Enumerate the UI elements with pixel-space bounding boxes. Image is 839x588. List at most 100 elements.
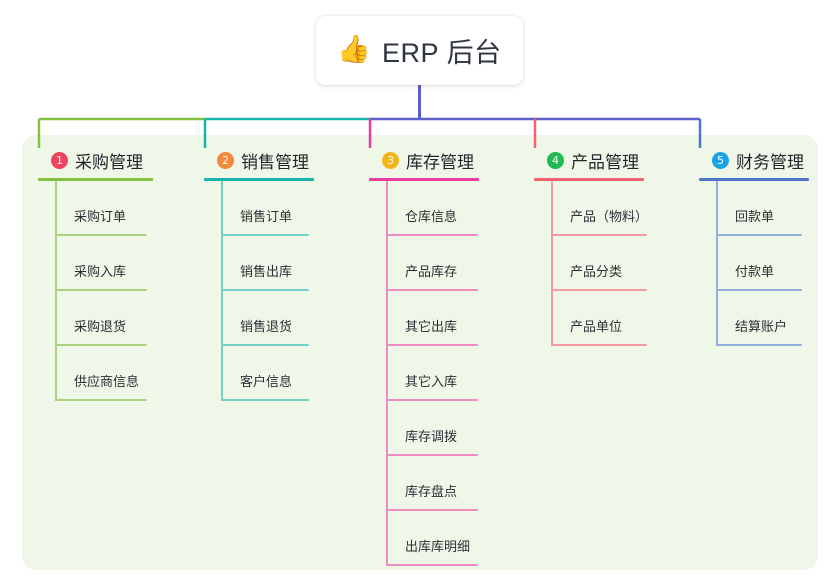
leaf-item-rule [551,344,647,346]
root-node-erp-backend[interactable]: 👍 ERP 后台 [316,16,523,85]
leaf-item-label: 其它入库 [405,374,458,389]
column-header-2[interactable]: 2 销售管理 [204,148,314,172]
column-title-4: 产品管理 [571,152,639,172]
leaf-item-label: 销售出库 [240,264,293,279]
column-1: 1 采购管理采购订单采购入库采购退货供应商信息 [38,148,153,401]
leaf-item-label: 出库库明细 [405,539,471,554]
leaf-item-rule [386,234,478,236]
leaf-item[interactable]: 出库库明细 [369,511,479,566]
leaf-item[interactable]: 销售退货 [204,291,314,346]
leaf-item-label: 仓库信息 [405,209,458,224]
trunk-line-4 [551,181,553,346]
leaf-item[interactable]: 采购入库 [38,236,153,291]
column-rule-5 [699,178,809,181]
leaf-item-label: 采购退货 [74,319,127,334]
leaf-item-label: 产品单位 [570,319,623,334]
leaf-list-2: 销售订单销售出库销售退货客户信息 [204,181,314,401]
leaf-item-label: 付款单 [735,264,775,279]
column-4: 4 产品管理产品（物料） 产品分类产品单位 [534,148,648,346]
root-node-title: ERP 后台 [382,38,502,68]
trunk-line-5 [716,181,718,346]
column-header-3[interactable]: 3 库存管理 [369,148,479,172]
column-2: 2 销售管理销售订单销售出库销售退货客户信息 [204,148,314,401]
leaf-item-label: 采购订单 [74,209,127,224]
leaf-item-rule [221,289,309,291]
column-badge-1: 1 [51,151,68,169]
leaf-item-rule [221,234,309,236]
column-rule-1 [38,178,153,181]
leaf-item-label: 产品分类 [570,264,623,279]
leaf-item-label: 库存盘点 [405,484,458,499]
leaf-item-rule [551,289,647,291]
leaf-item[interactable]: 销售出库 [204,236,314,291]
column-3: 3 库存管理仓库信息产品库存其它出库其它入库库存调拨库存盘点出库库明细 [369,148,479,566]
leaf-item-rule [386,509,478,511]
trunk-line-3 [386,181,388,566]
diagram-background-panel [22,135,818,570]
leaf-item[interactable]: 其它出库 [369,291,479,346]
column-title-2: 销售管理 [241,152,309,172]
leaf-item-rule [716,234,802,236]
leaf-item[interactable]: 采购退货 [38,291,153,346]
column-rule-3 [369,178,479,181]
leaf-item-label: 其它出库 [405,319,458,334]
leaf-item[interactable]: 销售订单 [204,181,314,236]
column-header-4[interactable]: 4 产品管理 [534,148,644,172]
leaf-item-rule [386,289,478,291]
column-title-3: 库存管理 [406,152,474,172]
leaf-item-label: 采购入库 [74,264,127,279]
leaf-item-rule [221,344,309,346]
leaf-list-1: 采购订单采购入库采购退货供应商信息 [38,181,153,401]
leaf-item-label: 销售退货 [240,319,293,334]
leaf-item[interactable]: 结算账户 [699,291,809,346]
leaf-list-3: 仓库信息产品库存其它出库其它入库库存调拨库存盘点出库库明细 [369,181,479,566]
leaf-item[interactable]: 产品（物料） [534,181,648,236]
leaf-item-rule [55,399,147,401]
leaf-item[interactable]: 其它入库 [369,346,479,401]
leaf-item-label: 供应商信息 [74,374,140,389]
leaf-list-5: 回款单付款单结算账户 [699,181,809,346]
column-title-5: 财务管理 [736,152,804,172]
column-header-1[interactable]: 1 采购管理 [38,148,153,172]
leaf-item[interactable]: 产品单位 [534,291,647,346]
leaf-item-label: 库存调拨 [405,429,458,444]
leaf-item-rule [221,399,309,401]
leaf-item-label: 回款单 [735,209,775,224]
column-rule-2 [204,178,314,181]
leaf-item[interactable]: 供应商信息 [38,346,153,401]
leaf-item-label: 产品库存 [405,264,458,279]
leaf-item-label: 销售订单 [240,209,293,224]
leaf-item-label: 产品（物料） [570,209,649,224]
column-badge-3: 3 [382,151,399,169]
leaf-item[interactable]: 仓库信息 [369,181,479,236]
leaf-item-rule [386,454,478,456]
leaf-item-label: 结算账户 [735,319,788,334]
leaf-list-4: 产品（物料） 产品分类产品单位 [534,181,648,346]
leaf-item-rule [55,289,147,291]
leaf-item-rule [716,344,802,346]
leaf-item[interactable]: 产品库存 [369,236,479,291]
column-title-1: 采购管理 [75,152,143,172]
leaf-item-rule [55,234,147,236]
leaf-item[interactable]: 客户信息 [204,346,314,401]
leaf-item-rule [386,564,478,566]
leaf-item[interactable]: 采购订单 [38,181,153,236]
leaf-item-rule [551,234,647,236]
leaf-item[interactable]: 库存盘点 [369,456,479,511]
column-badge-4: 4 [547,151,564,169]
trunk-line-1 [55,181,57,401]
column-badge-2: 2 [217,151,234,169]
trunk-line-2 [221,181,223,401]
leaf-item-rule [55,344,147,346]
thumbs-up-icon: 👍 [337,34,372,64]
leaf-item-rule [386,344,478,346]
leaf-item[interactable]: 付款单 [699,236,809,291]
leaf-item[interactable]: 回款单 [699,181,809,236]
leaf-item-rule [716,289,802,291]
leaf-item[interactable]: 库存调拨 [369,401,479,456]
leaf-item-label: 客户信息 [240,374,293,389]
leaf-item[interactable]: 产品分类 [534,236,647,291]
